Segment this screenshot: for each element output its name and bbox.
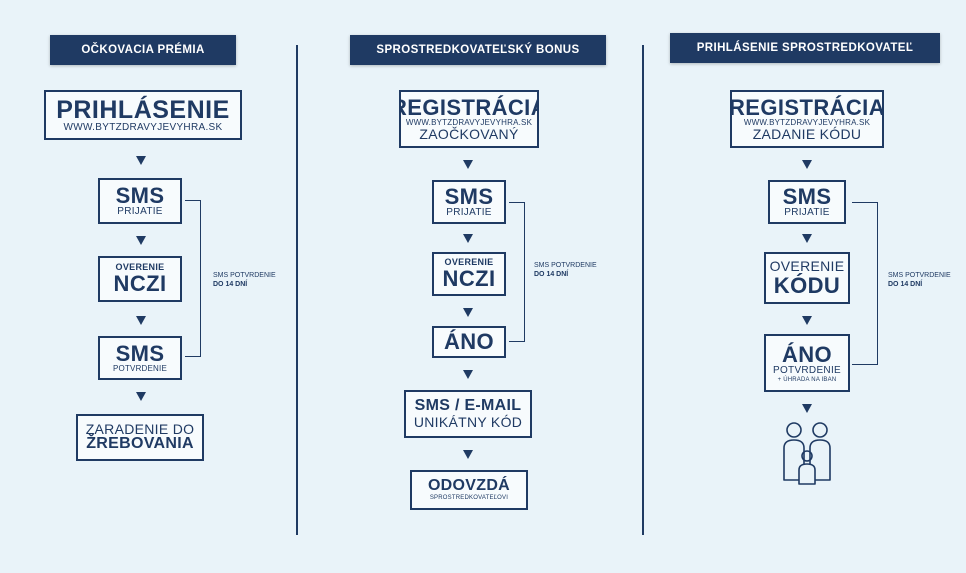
- c1-step1-sub: WWW.BYTZDRAVYJEVYHRA.SK: [63, 121, 223, 133]
- c3-step1-sub: ZADANIE KÓDU: [752, 126, 862, 143]
- c1-arrow-4: [136, 392, 146, 401]
- c2-step-sms-email: SMS / E-MAIL UNIKÁTNY KÓD: [404, 390, 532, 438]
- c2-step6-sub: SPROSTREDKOVATEĽOVI: [429, 495, 509, 502]
- c3-step1-main: REGISTRÁCIA: [730, 94, 884, 120]
- c2-bracket: [509, 202, 525, 342]
- c2-note-line1: SMS POTVRDENIE: [534, 262, 597, 269]
- c1-step-overenie-nczi: OVERENIE NCZI: [98, 256, 182, 302]
- c2-arrow-5: [463, 450, 473, 459]
- c2-step5-main: SMS / E-MAIL: [414, 397, 522, 415]
- c1-step2-main: SMS: [115, 183, 165, 209]
- c3-bracket: [852, 202, 878, 365]
- c3-arrow-4: [802, 404, 812, 413]
- c2-step1-main: REGISTRÁCIA: [401, 94, 539, 120]
- c3-step-registracia: REGISTRÁCIA WWW.BYTZDRAVYJEVYHRA.SK ZADA…: [730, 90, 884, 148]
- c3-arrow-1: [802, 160, 812, 169]
- c1-note: SMS POTVRDENIE DO 14 DNÍ: [213, 272, 276, 290]
- c3-note-line1: SMS POTVRDENIE: [888, 272, 951, 279]
- c2-step-overenie-nczi: OVERENIE NCZI: [432, 252, 506, 296]
- column-2-title: SPROSTREDKOVATEĽSKÝ BONUS: [350, 35, 606, 65]
- column-3-title: PRIHLÁSENIE SPROSTREDKOVATEĽ: [670, 33, 940, 63]
- c3-step3-main: KÓDU: [773, 272, 841, 298]
- c2-step1-mid: WWW.BYTZDRAVYJEVYHRA.SK: [405, 118, 533, 127]
- c2-arrow-4: [463, 370, 473, 379]
- c3-step-sms-prijatie: SMS PRIJATIE: [768, 180, 846, 224]
- c1-step-sms-prijatie: SMS PRIJATIE: [98, 178, 182, 224]
- c2-step2-main: SMS: [444, 184, 494, 210]
- c1-step5-main: ŽREBOVANIA: [86, 435, 194, 453]
- c1-step1-main: PRIHLÁSENIE: [56, 95, 230, 124]
- c1-step5-top: ZARADENIE DO: [85, 420, 195, 437]
- c1-arrow-1: [136, 156, 146, 165]
- c2-step1-sub: ZAOČKOVANÝ: [419, 126, 519, 143]
- c3-step-ano: ÁNO POTVRDENIE + ÚHRADA NA IBAN: [764, 334, 850, 392]
- c1-step2-sub: PRIJATIE: [117, 206, 163, 218]
- c1-step4-main: SMS: [115, 341, 165, 367]
- family-icon: [783, 422, 831, 485]
- c2-arrow-2: [463, 234, 473, 243]
- c2-step2-sub: PRIJATIE: [446, 207, 492, 219]
- c2-step-ano: ÁNO: [432, 326, 506, 358]
- c1-step4-sub: POTVRDENIE: [112, 364, 167, 374]
- c3-step2-sub: PRIJATIE: [784, 207, 830, 219]
- c2-step-registracia: REGISTRÁCIA WWW.BYTZDRAVYJEVYHRA.SK ZAOČ…: [399, 90, 539, 148]
- c3-step-overenie-kodu: OVERENIE KÓDU: [764, 252, 850, 304]
- c3-step3-top: OVERENIE: [769, 258, 845, 275]
- c2-step6-main: ODOVZDÁ: [427, 477, 511, 495]
- c3-note-line2: DO 14 DNÍ: [888, 280, 923, 288]
- c3-step4-main: ÁNO: [781, 342, 833, 368]
- c2-step3-main: NCZI: [442, 266, 496, 292]
- c1-note-line2: DO 14 DNÍ: [213, 280, 248, 288]
- column-1-title: OČKOVACIA PRÉMIA: [50, 35, 236, 65]
- c3-step4-sub2: + ÚHRADA NA IBAN: [777, 376, 837, 383]
- c2-note-line2: DO 14 DNÍ: [534, 270, 569, 278]
- c1-note-line1: SMS POTVRDENIE: [213, 272, 276, 279]
- c1-step-zaradenie: ZARADENIE DO ŽREBOVANIA: [76, 414, 204, 461]
- c3-step4-sub: POTVRDENIE: [772, 365, 841, 377]
- c2-arrow-1: [463, 160, 473, 169]
- c1-arrow-2: [136, 236, 146, 245]
- c1-step-sms-potvrdenie: SMS POTVRDENIE: [98, 336, 182, 380]
- c2-arrow-3: [463, 308, 473, 317]
- c2-step3-top: OVERENIE: [444, 256, 494, 267]
- c2-step5-sub: UNIKÁTNY KÓD: [413, 414, 523, 431]
- c3-arrow-3: [802, 316, 812, 325]
- column-divider-right: [642, 45, 644, 535]
- c2-step-odovzda: ODOVZDÁ SPROSTREDKOVATEĽOVI: [410, 470, 528, 510]
- c3-step2-main: SMS: [782, 184, 832, 210]
- c1-step-prihlasenie: PRIHLÁSENIE WWW.BYTZDRAVYJEVYHRA.SK: [44, 90, 242, 140]
- c1-arrow-3: [136, 316, 146, 325]
- c2-step-sms-prijatie: SMS PRIJATIE: [432, 180, 506, 224]
- column-divider-left: [296, 45, 298, 535]
- c1-step3-top: OVERENIE: [115, 261, 165, 272]
- c2-step4-main: ÁNO: [443, 329, 495, 355]
- c1-bracket: [185, 200, 201, 357]
- c3-arrow-2: [802, 234, 812, 243]
- c2-note: SMS POTVRDENIE DO 14 DNÍ: [534, 262, 597, 280]
- c3-step1-mid: WWW.BYTZDRAVYJEVYHRA.SK: [743, 118, 871, 127]
- c1-step3-main: NCZI: [113, 271, 167, 297]
- c3-note: SMS POTVRDENIE DO 14 DNÍ: [888, 272, 951, 290]
